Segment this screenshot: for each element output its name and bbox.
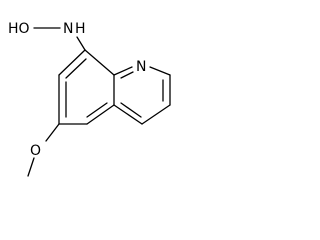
- hydroxyl-label: HO: [8, 21, 30, 37]
- bond-o-methyl: [27, 157, 35, 177]
- bond-n-c8: [76, 36, 86, 51]
- bond-o-c6: [45, 123, 60, 142]
- bond-c8a-n1: [113, 66, 133, 76]
- bond-c4-c4a: [113, 104, 143, 125]
- bond-n1-c2: [149, 66, 171, 76]
- ring-nitrogen-label: N: [136, 59, 146, 75]
- bond-c7-c8-inner: [65, 58, 87, 79]
- bond-c4a-c5-inner: [86, 102, 108, 118]
- bond-c3-c4: [141, 104, 171, 125]
- bond-c4a-c5: [86, 104, 115, 125]
- bond-c8a-n1-inner: [120, 71, 134, 79]
- bond-c8-c8a: [84, 49, 115, 76]
- chemical-structure-diagram: HO N H N O: [8, 21, 171, 177]
- bond-layer: [27, 27, 171, 177]
- amine-nitrogen-label: N: [63, 21, 73, 37]
- bond-c7-c8: [58, 49, 86, 76]
- methoxy-oxygen-label: O: [30, 143, 41, 159]
- atom-label-layer: HO N H N O: [8, 21, 146, 159]
- bond-c4-c4a-inner: [120, 102, 142, 118]
- amine-hydrogen-label: H: [75, 21, 86, 37]
